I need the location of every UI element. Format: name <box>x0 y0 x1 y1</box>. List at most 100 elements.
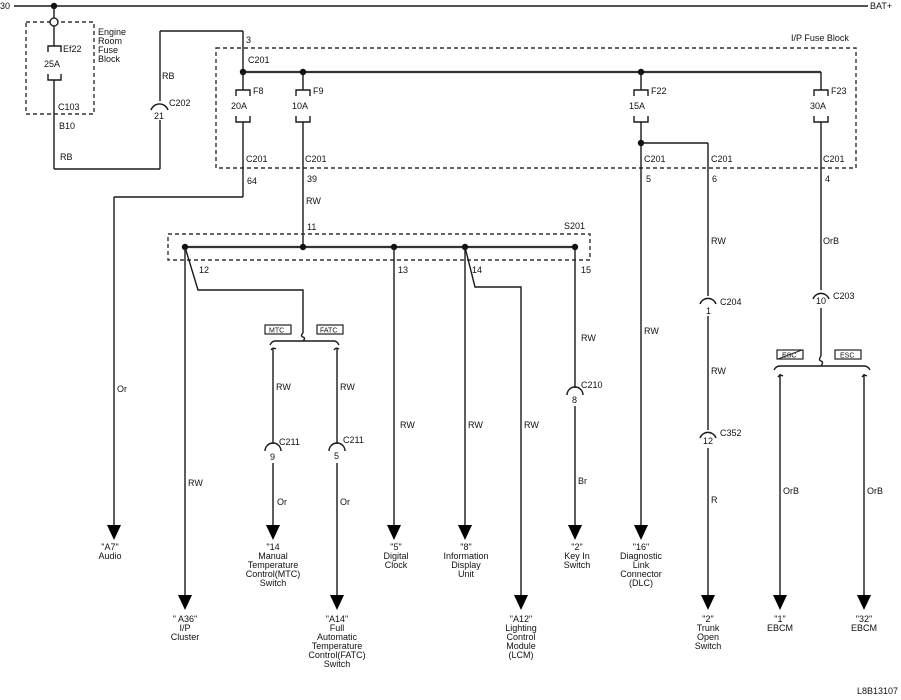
f23-connector: C201 <box>823 154 845 164</box>
c211-mtc-connector-icon <box>264 442 282 452</box>
destination-line: Trunk <box>697 623 720 633</box>
f8-pin: 64 <box>247 176 257 186</box>
wire-color-idu: RW <box>468 420 483 430</box>
engine-fuse-block-title-1: Engine <box>98 27 126 37</box>
c201-input-pin: 3 <box>246 35 251 45</box>
destination-line: Control(MTC) <box>246 569 301 579</box>
destination-line: Display <box>451 560 481 570</box>
destination-line: "32" <box>856 614 872 624</box>
ip-fuse-block-title: I/P Fuse Block <box>791 33 849 43</box>
arrow-lcm-icon <box>514 595 528 610</box>
destination-audio: "A7"Audio <box>98 542 121 561</box>
c203-connector-icon <box>812 292 830 300</box>
wire-color-trunk-upper: RW <box>711 236 726 246</box>
c201-input-label: C201 <box>248 55 270 65</box>
wire-color-mtc-lower: Or <box>277 497 287 507</box>
wire-color-rw-f9: RW <box>306 196 321 206</box>
wire-color-rb: RB <box>60 152 73 162</box>
arrow-ebcm32-icon <box>857 595 871 610</box>
destination-line: Control <box>506 632 535 642</box>
c202-connector-icon <box>150 103 169 111</box>
wire-color-ebcm1: OrB <box>783 486 799 496</box>
destination-line: Information <box>443 551 488 561</box>
destination-line: I/P <box>179 623 190 633</box>
climate-option-brace <box>269 332 340 346</box>
destination-line: "16" <box>633 542 649 552</box>
option-break-icon <box>777 374 868 378</box>
wire-color-keyin-upper: RW <box>581 333 596 343</box>
splice-pin-12: 12 <box>199 265 209 275</box>
destination-line: Key In <box>564 551 590 561</box>
f9-connector: C201 <box>305 154 327 164</box>
f9-pin: 39 <box>307 174 317 184</box>
c210-connector-icon <box>566 386 584 396</box>
c210-pin: 8 <box>572 395 577 405</box>
f22-pin: 5 <box>646 174 651 184</box>
f23-pin: 4 <box>825 174 830 184</box>
wire-color-fatc-upper: RW <box>340 382 355 392</box>
fuse-f23-rating: 30A <box>810 101 826 111</box>
wire-color-ebcm32: OrB <box>867 486 883 496</box>
c210-label: C210 <box>581 380 603 390</box>
destination-line: " A36" <box>173 614 197 624</box>
wire-color-trunk-lower: R <box>711 495 718 505</box>
engine-fuse-block-title-3: Fuse <box>98 45 118 55</box>
c204-connector-icon <box>699 297 717 305</box>
fuse-f22-rating: 15A <box>629 101 645 111</box>
option-fatc-label: FATC <box>320 328 337 335</box>
c204-pin: 1 <box>706 306 711 316</box>
figure-id: L8B13107 <box>857 686 898 696</box>
splice-junction <box>299 243 307 251</box>
splice-pin-14: 14 <box>472 265 482 275</box>
destination-line: Clock <box>385 560 408 570</box>
fuse-block-terminal <box>49 17 59 27</box>
splice-pin-15: 15 <box>581 265 591 275</box>
wire-color-lcm: RW <box>524 420 539 430</box>
c352-pin: 12 <box>703 436 713 446</box>
destination-line: Digital <box>383 551 408 561</box>
fuse-ef22-rating: 25A <box>44 59 60 69</box>
wire-color-clock: RW <box>400 420 415 430</box>
destination-line: Manual <box>258 551 288 561</box>
option-break-icon <box>270 347 340 351</box>
s201-input-pin: 11 <box>307 222 316 232</box>
arrow-audio-icon <box>107 525 121 540</box>
wire-color-dlc: RW <box>644 326 659 336</box>
option-fatc-box <box>316 324 344 335</box>
rail-bat-label: BAT+ <box>870 1 892 11</box>
destination-line: Open <box>697 632 719 642</box>
destination-line: "A14" <box>326 614 348 624</box>
wire <box>464 246 522 595</box>
c211-fatc-connector-icon <box>328 442 346 452</box>
c203-label: C203 <box>833 291 855 301</box>
wire-color-mtc-upper: RW <box>276 382 291 392</box>
rail-30-label: 30 <box>0 1 10 11</box>
c352-label: C352 <box>720 428 742 438</box>
destination-line: "2" <box>702 614 713 624</box>
wire-color-fatc-lower: Or <box>340 497 350 507</box>
f22-branch-pin: 6 <box>712 174 717 184</box>
destination-line: Control(FATC) <box>308 650 365 660</box>
destination-line: EBCM <box>851 623 877 633</box>
destination-line: Connector <box>620 569 662 579</box>
destination-line: Unit <box>458 569 475 579</box>
arrow-ebcm1-icon <box>773 595 787 610</box>
destination-line: Automatic <box>317 632 358 642</box>
destination-line: Switch <box>260 578 287 588</box>
fuse-f8-name: F8 <box>253 86 264 96</box>
destination-line: Temperature <box>312 641 363 651</box>
option-no-esc-label: ESC <box>782 353 796 360</box>
esc-option-brace <box>773 355 871 371</box>
wire-color-audio: Or <box>117 384 127 394</box>
engine-fuse-block-title-4: Block <box>98 54 121 64</box>
arrow-idu-icon <box>458 525 472 540</box>
